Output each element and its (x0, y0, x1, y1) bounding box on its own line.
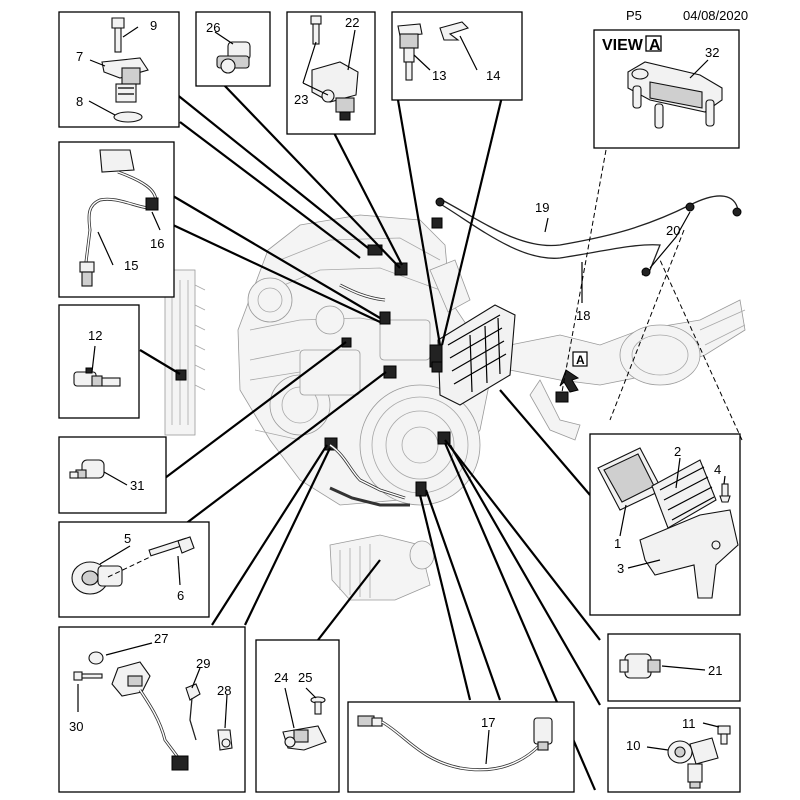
box-sensor-10-11: 11 10 (607, 707, 741, 793)
callout-19: 19 (535, 200, 549, 215)
box-crank-sensor-27-30: 27 29 28 30 (58, 626, 246, 793)
box-view-a: VIEW A 32 (593, 29, 740, 149)
ecu-2 (651, 459, 717, 529)
bracket-3 (639, 509, 739, 599)
sensor-31 (69, 459, 105, 479)
box-sensor-12: 12 (58, 304, 140, 419)
bolt-9 (111, 17, 125, 53)
main-callouts: 19 18 20 (535, 200, 691, 323)
box-sensor-21: 21 (607, 633, 741, 702)
view-letter: A (649, 37, 661, 54)
callout-29: 29 (196, 656, 210, 671)
view-letter-box (645, 35, 662, 52)
lambda-sensor-15 (79, 149, 159, 287)
sensor-24 (282, 725, 327, 751)
callout-26: 26 (206, 20, 220, 35)
box-cam-sensor-9-7-8: 9 7 8 (58, 11, 180, 128)
o-ring-27 (88, 651, 104, 665)
callout-31: 31 (130, 478, 144, 493)
callout-16: 16 (150, 236, 164, 251)
clip-14 (439, 21, 470, 41)
callout-2: 2 (674, 444, 681, 459)
sensor-7 (101, 57, 149, 103)
crank-sensor-27 (111, 661, 189, 771)
view-arrow-letter: A (576, 353, 585, 367)
callout-12: 12 (88, 328, 102, 343)
callout-1: 1 (614, 536, 621, 551)
callout-11: 11 (682, 716, 696, 731)
callout-6: 6 (177, 588, 184, 603)
view-title: VIEW (602, 37, 644, 54)
box-sensor-24-25: 24 25 (255, 639, 340, 793)
ecu-cover-1 (597, 447, 663, 511)
callout-21: 21 (708, 663, 722, 678)
box-sensor-22-23: 22 23 (286, 11, 376, 135)
callout-4: 4 (714, 462, 721, 477)
bolt-6 (148, 536, 195, 557)
screw-25 (310, 696, 326, 715)
callout-22: 22 (345, 15, 359, 30)
view-a-arrow: A (559, 351, 588, 393)
box-lambda-15-16: 15 16 (58, 141, 175, 298)
box-sensor-31: 31 (58, 436, 167, 514)
box-sensor-13-14: 13 14 (391, 11, 523, 101)
sensor-10 (667, 737, 719, 789)
callout-17: 17 (481, 715, 495, 730)
sensor-21 (619, 653, 661, 679)
box-knock-sensor-5-6: 5 6 (58, 521, 210, 618)
intercooler (329, 534, 435, 601)
callout-3: 3 (617, 561, 624, 576)
callout-5: 5 (124, 531, 131, 546)
callout-13: 13 (432, 68, 446, 83)
print-date: 04/08/2020 (683, 8, 749, 23)
box-lambda-17: 17 (347, 701, 575, 793)
knock-sensor-5 (71, 561, 123, 595)
sensor-26 (216, 41, 251, 74)
dashed-leaders (561, 149, 743, 441)
callout-23: 23 (294, 92, 308, 107)
callout-7: 7 (76, 49, 83, 64)
clip-29 (185, 683, 201, 741)
callout-24: 24 (274, 670, 288, 685)
callout-27: 27 (154, 631, 168, 646)
clip-28 (217, 729, 233, 751)
sensor-22 (311, 61, 359, 121)
screw-4 (719, 483, 731, 503)
callout-14: 14 (486, 68, 500, 83)
box-ecu-1-2-3-4: 2 4 1 3 (589, 433, 741, 616)
callout-8: 8 (76, 94, 83, 109)
bolt-30 (73, 671, 103, 681)
o-ring-8 (113, 111, 143, 123)
callout-20: 20 (666, 223, 680, 238)
callout-15: 15 (124, 258, 138, 273)
callout-25: 25 (298, 670, 312, 685)
callout-10: 10 (626, 738, 640, 753)
callout-30: 30 (69, 719, 83, 734)
pressure-pipes (431, 195, 742, 277)
page-number: P5 (626, 8, 642, 23)
pressure-sensor-32 (627, 61, 723, 129)
ecu-on-engine (429, 304, 516, 406)
callout-28: 28 (217, 683, 231, 698)
callout-32: 32 (705, 45, 719, 60)
sensor-12 (73, 367, 121, 387)
lambda-sensor-17 (357, 715, 553, 772)
screw-23 (310, 15, 322, 45)
callout-18: 18 (576, 308, 590, 323)
screw-11 (717, 725, 731, 745)
box-sensor-26: 26 (195, 11, 271, 87)
callout-9: 9 (150, 18, 157, 33)
